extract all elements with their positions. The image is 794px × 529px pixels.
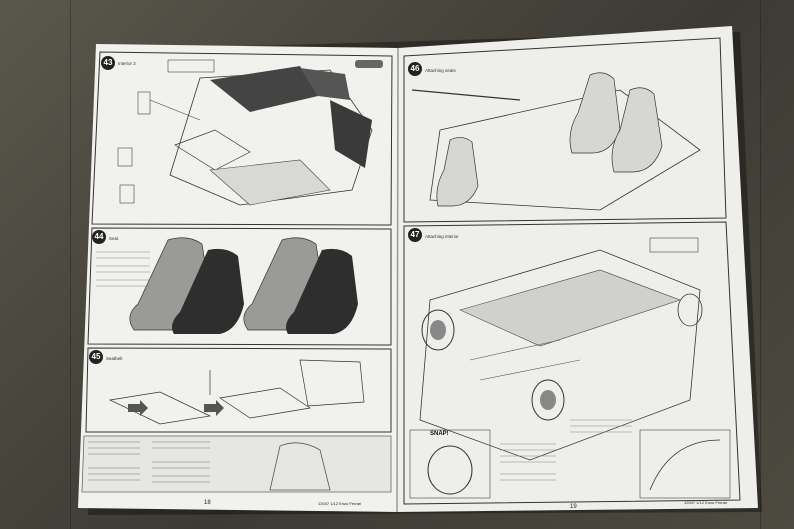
seat-sketch xyxy=(269,442,331,491)
step-title: Attaching seats xyxy=(425,68,456,73)
arrow-icon xyxy=(128,400,224,416)
page-number: 18 xyxy=(204,500,211,506)
seatbelt-drawing xyxy=(108,359,365,425)
seats-in-chassis-drawing xyxy=(411,72,701,211)
footer-code: 12047 1/12 Enzo Ferrari xyxy=(318,501,362,506)
deck-plank-gap xyxy=(70,0,71,529)
step-number-badge: 45 xyxy=(89,350,103,364)
step-number-badge: 47 xyxy=(408,228,422,242)
seat-drawings xyxy=(129,237,358,334)
step-43-panel xyxy=(91,51,393,226)
step-title: Attaching interior xyxy=(425,234,459,239)
step-44-panel xyxy=(87,227,392,346)
right-page xyxy=(397,26,758,512)
step-45-panel xyxy=(85,347,392,433)
page-number: 19 xyxy=(570,504,577,510)
step-44-text xyxy=(96,251,150,287)
step-title: Seatbelt xyxy=(106,356,123,361)
notes-panel xyxy=(81,435,392,493)
notes-text xyxy=(88,441,210,483)
spine xyxy=(396,47,399,513)
footer-code: 12047 1/12 Enzo Ferrari xyxy=(684,500,728,505)
step-47-panel xyxy=(403,221,741,505)
screw-icon xyxy=(167,59,215,73)
snap-label: SNAP! xyxy=(430,431,449,437)
step-46-panel xyxy=(403,37,727,223)
step-title: Seat xyxy=(109,236,119,241)
deck-plank-gap xyxy=(760,0,761,529)
step-number-badge: 46 xyxy=(408,62,422,76)
interior-tub-drawing xyxy=(117,60,383,206)
step-title: Interior 2 xyxy=(118,61,136,66)
detail-inset xyxy=(409,429,731,499)
step-number-badge: 43 xyxy=(101,56,115,70)
step-47-text xyxy=(500,419,632,481)
chassis-drawing xyxy=(419,237,703,461)
step-number-badge: 44 xyxy=(92,230,106,244)
